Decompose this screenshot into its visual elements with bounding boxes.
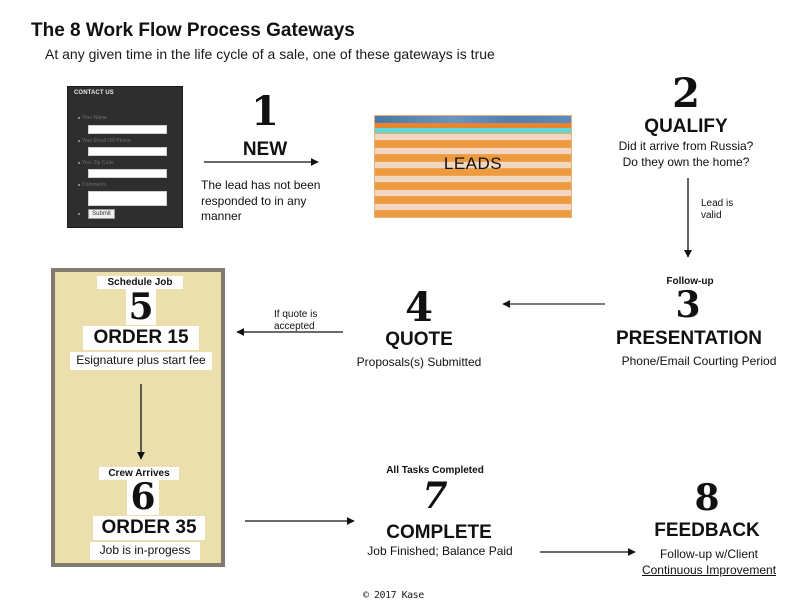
gateway-5-prelabel: Schedule Job [97,276,183,289]
contact-form-label-zip: Your Zip Code [82,160,114,166]
submit-button[interactable]: Submit [88,209,115,219]
gateway-4-name: QUOTE [385,329,453,350]
leads-row [375,176,571,182]
leads-column-header [375,128,571,133]
description-line: The lead has not been [201,178,321,192]
gateway-7-prelabel: All Tasks Completed [386,465,484,476]
leads-row [375,190,571,196]
gateway-3-description: Phone/Email Courting Period [621,354,777,368]
gateway-8-number: 8 [694,477,720,519]
gateway-5-name: ORDER 15 [83,326,199,350]
leads-row [375,141,571,147]
leads-row [375,211,571,217]
description-line: Follow-up w/Client [659,547,759,561]
leads-row [375,162,571,168]
zip-code-field[interactable] [88,169,167,178]
gateway-7-name: COMPLETE [386,522,492,543]
label-line: If quote is [274,309,318,320]
label-line: valid [701,209,722,221]
label-line: accepted [274,320,315,332]
comments-field[interactable] [88,191,167,206]
leads-row [375,183,571,189]
lead-valid-label: Lead is valid [701,198,733,221]
continuous-improvement-link[interactable]: Continuous Improvement [641,562,777,577]
gateway-5-description: Esignature plus start fee [70,352,212,370]
leads-row [375,197,571,203]
leads-spreadsheet-thumbnail: LEADS [374,115,572,218]
leads-row [375,148,571,154]
gateway-2-description: Did it arrive from Russia? Do they own t… [606,139,766,170]
contact-form-label-email: Your Email OR Phone [82,138,131,144]
gateway-3-prelabel: Follow-up [666,276,714,287]
quote-accepted-label: If quote is accepted [274,309,317,332]
gateway-3-name: PRESENTATION [615,328,763,349]
gateway-2-number: 2 [672,70,700,117]
gateway-3-number: 3 [675,284,701,326]
bullet-icon [78,140,80,142]
label-line: Lead is [701,198,734,209]
description-line: Do they own the home? [622,154,750,169]
contact-form-label-name: Your Name [82,115,107,121]
gateway-6-number: 6 [127,479,159,515]
description-line: manner [201,209,242,224]
leads-toolbar [375,123,571,128]
leads-row [375,169,571,175]
gateway-4-description: Proposals(s) Submitted [356,355,482,369]
gateway-1-name: NEW [242,139,288,160]
gateway-6-description: Job is in-progess [90,542,200,560]
page-title: The 8 Work Flow Process Gateways [31,20,355,41]
gateway-7-description: Job Finished; Balance Paid [367,544,513,558]
leads-header-bar [375,116,571,123]
leads-row [375,155,571,161]
leads-row [375,134,571,140]
contact-form-label-comments: Comments [82,182,107,188]
gateway-4-number: 4 [405,284,433,331]
gateway-2-name: QUALIFY [644,116,728,137]
gateway-6-prelabel: Crew Arrives [99,467,179,480]
bullet-icon [78,184,80,186]
leads-label: LEADS [443,154,503,173]
gateway-1-description: The lead has not been responded to in an… [201,178,320,225]
gateway-5-number: 5 [126,289,156,325]
contact-form-thumbnail: CONTACT US Your Name Your Email OR Phone… [67,86,183,228]
contact-form-title: CONTACT US [74,90,114,96]
page-subtitle: At any given time in the life cycle of a… [45,46,495,62]
bullet-icon [78,213,80,215]
gateway-1-number: 1 [251,88,279,135]
leads-row [375,204,571,210]
gateway-8-description: Follow-up w/Client Continuous Improvemen… [624,547,794,578]
gateway-6-name: ORDER 35 [93,516,205,540]
email-phone-field[interactable] [88,147,167,156]
description-line: responded to in any [201,193,307,208]
bullet-icon [78,117,80,119]
bullet-icon [78,162,80,164]
description-line: Did it arrive from Russia? [618,139,754,153]
name-field[interactable] [88,125,167,134]
gateway-7-number: 7 [422,475,448,517]
copyright: © 2017 Kase [363,590,424,601]
gateway-8-name: FEEDBACK [654,520,760,541]
